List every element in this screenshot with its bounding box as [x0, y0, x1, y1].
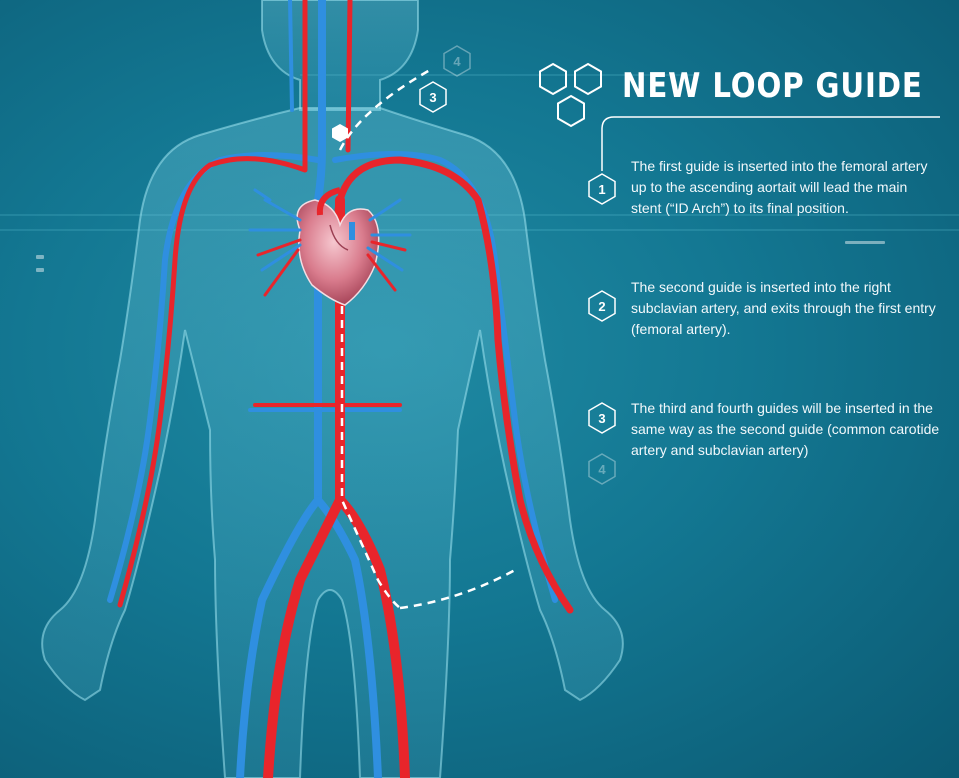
step-1-text: The first guide is inserted into the fem… [631, 158, 928, 216]
title-connector-line [601, 116, 940, 171]
pulmonary-branches [248, 188, 412, 297]
page-title: NEW LOOP GUIDE [622, 66, 923, 106]
step-3-text: The third and fourth guides will be inse… [631, 400, 940, 458]
diagram-marker-4: 4 [440, 44, 474, 78]
decorative-dash [36, 255, 44, 259]
guide-wire-path [338, 68, 516, 610]
diagram-marker-3: 3 [416, 80, 450, 114]
step-2-badge: 2 [585, 289, 619, 323]
step-4-badge: 4 [585, 452, 619, 486]
decorative-dash [36, 268, 44, 272]
body-silhouette [41, 0, 624, 778]
step-3-badge: 3 [585, 401, 619, 435]
guide-entry-marker [332, 124, 348, 142]
heart-illustration [296, 187, 380, 306]
step-2-text: The second guide is inserted into the ri… [631, 279, 936, 337]
step-1-badge: 1 [585, 172, 619, 206]
arteries [117, 0, 574, 778]
decorative-dash [845, 241, 885, 244]
hexagon-cluster-icon [539, 62, 602, 128]
